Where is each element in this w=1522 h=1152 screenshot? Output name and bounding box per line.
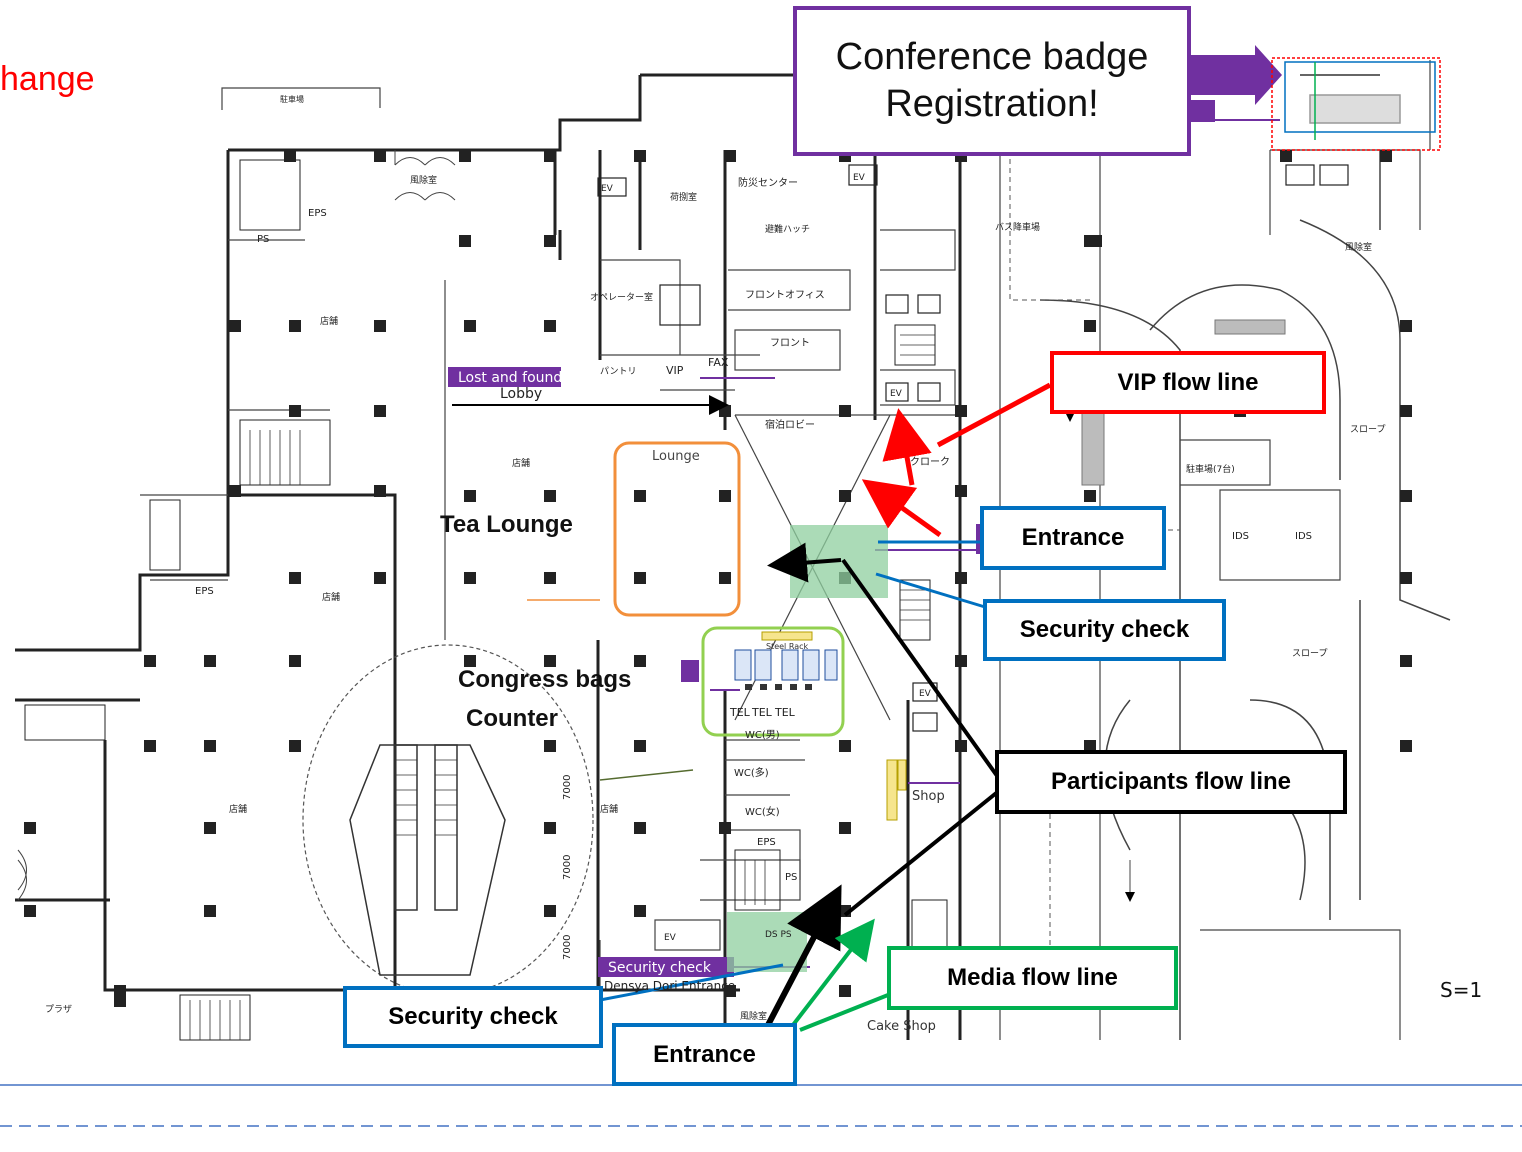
jp-slope-label-2: スロープ [1292, 648, 1327, 659]
badge-registration-callout: Conference badge Registration! [793, 6, 1191, 156]
jp-pantry-label: パントリ [600, 366, 636, 377]
jp-plaza-label: プラザ [45, 1004, 72, 1015]
jp-bousai-label: 防災センター [738, 176, 798, 189]
eps-label-2: EPS [195, 586, 214, 597]
jp-shop-label-2: 店舗 [512, 457, 530, 469]
stairwells [24, 159, 948, 1041]
jp-parking-label: 駐車場 [280, 94, 304, 104]
participants-flow-arrows [452, 395, 1002, 1027]
driveway [1039, 150, 1451, 1040]
security-bottom-callout: Security check [343, 986, 603, 1048]
jp-shop-label-3: 店舗 [322, 591, 340, 603]
ev-label-4: EV [919, 689, 932, 699]
tel-label-1: TEL [729, 706, 751, 719]
entrance-bottom-callout: Entrance [612, 1023, 797, 1086]
participants-flow-callout: Participants flow line [995, 750, 1347, 814]
counter-chairs [745, 684, 812, 690]
badge-line-1: Conference badge [835, 35, 1149, 78]
eps-label-1: EPS [308, 208, 327, 219]
densya-entrance-label: Densya Dori Entrance [604, 979, 735, 993]
registration-minimap [1271, 57, 1441, 151]
congress-bags-leader [599, 769, 694, 781]
congress-bags-label-line2: Counter [466, 705, 558, 732]
lost-found-label: Lost and found [458, 370, 562, 386]
security-zone-lower [727, 912, 807, 972]
shop-shelves [886, 759, 907, 821]
jp-fujoshitsu-label-1: 風除室 [410, 174, 437, 186]
badge-line-2: Registration! [885, 83, 1099, 125]
vip-flow-arrows [861, 382, 1052, 538]
wc-label-3: WC(女) [745, 805, 780, 818]
ids-label-1: IDS [1232, 531, 1249, 542]
fax-label: FAX [708, 356, 729, 369]
jp-shop-label-5: 店舗 [600, 803, 618, 815]
jp-bus-label: バス降車場 [995, 221, 1040, 233]
steel-rack-label: Steel Rack [766, 642, 809, 651]
tel-label-2: TEL [751, 706, 773, 719]
jp-fujoshitsu-label-2: 風除室 [1345, 241, 1372, 253]
ev-label-2: EV [853, 173, 866, 183]
media-flow-callout: Media flow line [887, 946, 1178, 1010]
escalator [349, 744, 506, 976]
scale-note: S=1 [1440, 978, 1482, 1002]
lounge-outline [613, 441, 741, 617]
eps-label-3: EPS [757, 837, 776, 848]
interior-thin-walls [140, 60, 1431, 1040]
jp-hinan-label: 避難ハッチ [765, 223, 810, 235]
shop-label: Shop [912, 789, 945, 804]
dim-label-3: 7000 [562, 935, 573, 960]
lounge-label: Lounge [652, 449, 700, 464]
ds-ps-label: DS PS [765, 930, 792, 940]
tel-label-3: TEL [774, 706, 796, 719]
jp-front-office-label: フロントオフィス [745, 289, 825, 301]
ps-label-2: PS [785, 872, 797, 883]
jp-shop-label-1: 店舗 [320, 315, 338, 327]
corner-red-label: hange [0, 60, 95, 98]
ps-label-1: PS [257, 234, 269, 245]
jp-fujoshitsu-label-3: 風除室 [740, 1010, 767, 1022]
jp-front-label: フロント [770, 338, 810, 349]
jp-slope-label-1: スロープ [1350, 424, 1385, 435]
escalator-oval [302, 644, 594, 996]
door-swings [17, 150, 456, 901]
stair-treads [189, 334, 935, 1040]
security-right-callout: Security check [983, 599, 1226, 661]
ev-label-1: EV [601, 184, 614, 194]
blue-leader-lines [599, 540, 986, 1002]
security-tag-label: Security check [608, 960, 712, 976]
jp-cloak-label: クローク [910, 456, 950, 468]
entrance-right-callout: Entrance [980, 506, 1166, 570]
media-flow-arrows [791, 918, 889, 1032]
jp-parking7-label: 駐車場(7台) [1186, 463, 1235, 475]
vip-room-label: VIP [666, 364, 684, 377]
jp-operator-label: オペレーター室 [590, 291, 653, 303]
cake-shop-label: Cake Shop [867, 1019, 936, 1034]
jp-shop-label-4: 店舗 [229, 803, 247, 815]
jp-nimotsu-label: 荷捌室 [670, 191, 697, 203]
structural-columns [24, 150, 1412, 1007]
tea-lounge-label: Tea Lounge [440, 511, 573, 538]
congress-bags-outline [701, 626, 845, 737]
wc-label-2: WC(多) [734, 766, 769, 779]
steel-rack-top [761, 631, 813, 641]
lobby-label: Lobby [500, 386, 542, 402]
ev-label-5: EV [664, 933, 677, 943]
dim-label-1: 7000 [562, 775, 573, 800]
purple-markers [448, 45, 1282, 977]
jp-lobby-label: 宿泊ロビー [765, 418, 815, 431]
vip-flow-callout: VIP flow line [1050, 351, 1326, 414]
dim-label-2: 7000 [562, 855, 573, 880]
elevator-boxes [597, 164, 1349, 732]
ev-label-3: EV [890, 389, 903, 399]
congress-bags-label-line1: Congress bags [458, 666, 632, 693]
steel-racks [734, 649, 838, 681]
wc-label-1: WC(男) [745, 729, 780, 741]
ids-label-2: IDS [1295, 531, 1312, 542]
